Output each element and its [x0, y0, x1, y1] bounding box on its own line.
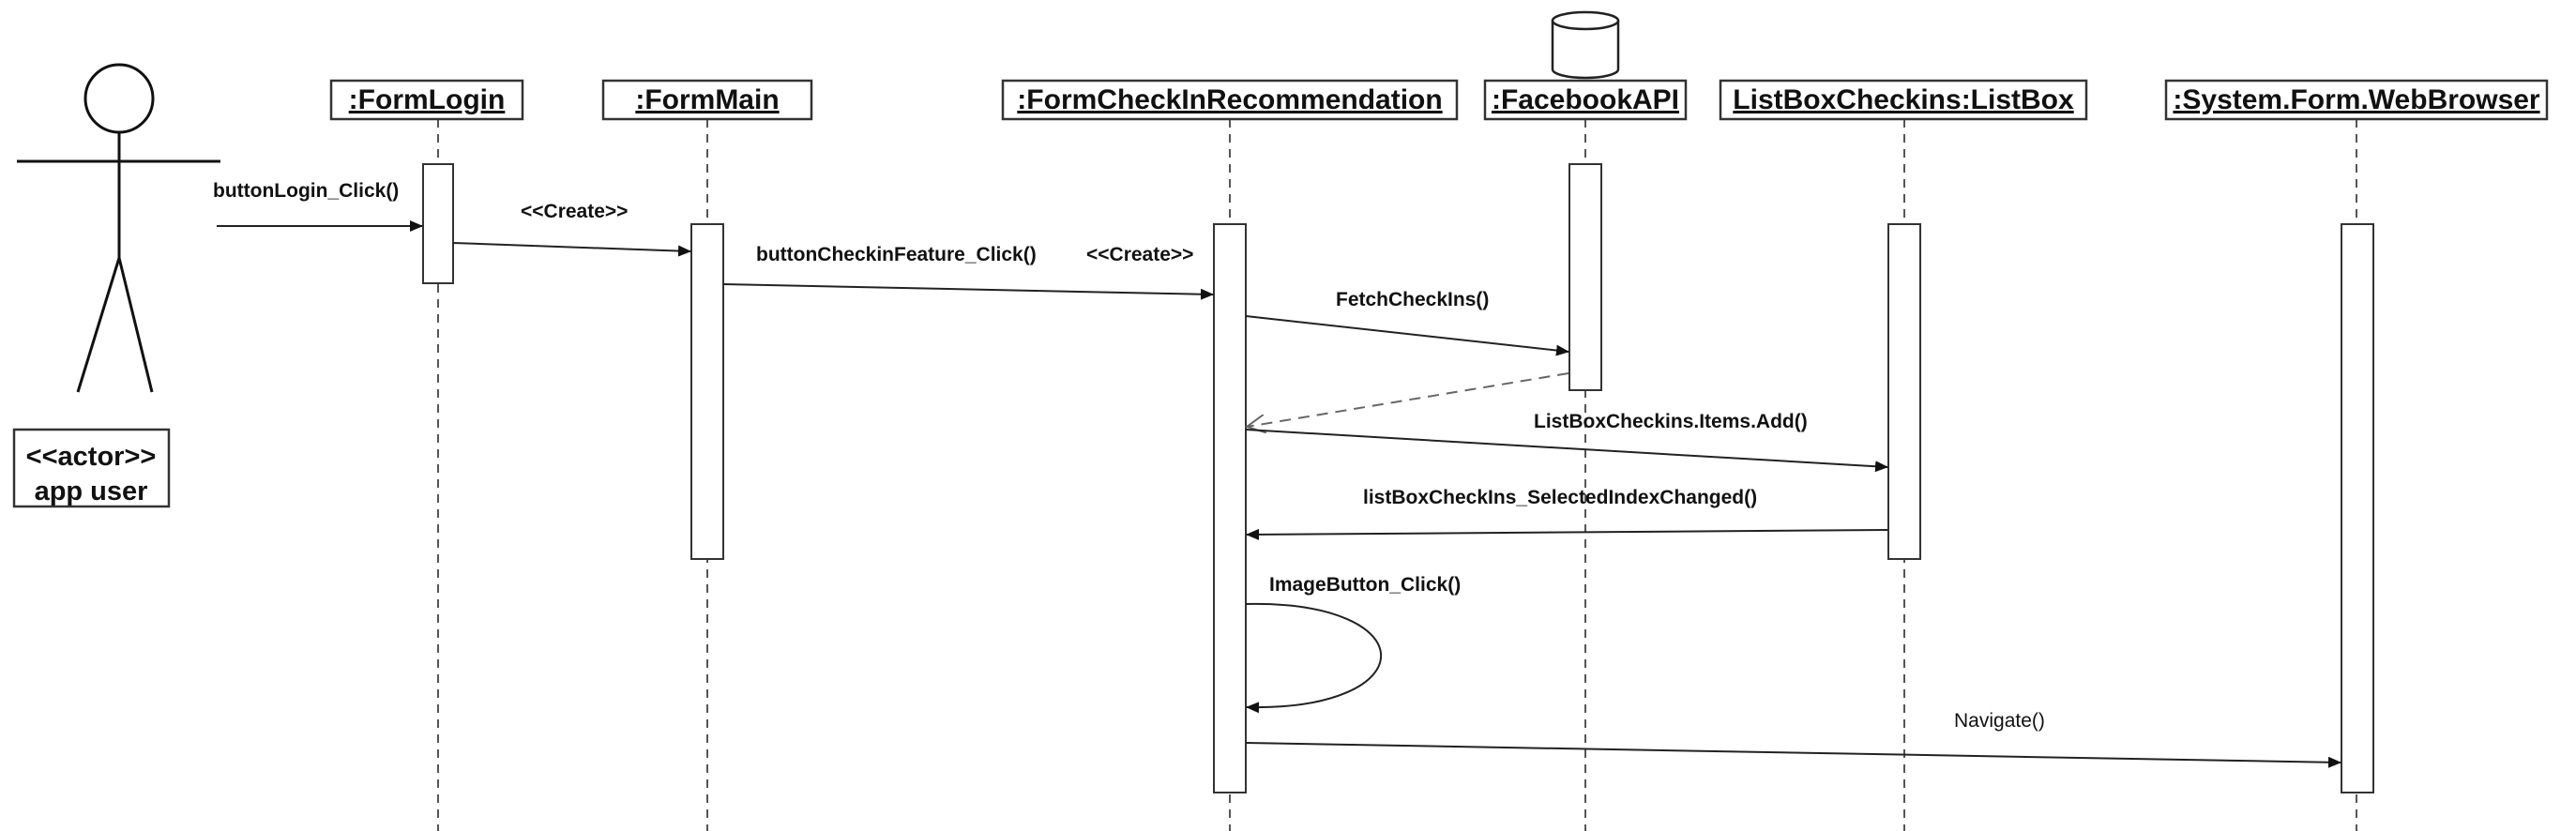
header-formlogin-box [329, 79, 524, 121]
header-webbrowser: :System.Form.WebBrowser [2173, 84, 2540, 115]
activation-facebookapi [1568, 163, 1602, 391]
message-arrow-image-button-click [1245, 602, 1382, 714]
actor-app-user: <<actor>> app user [12, 63, 220, 508]
actor-left-leg [76, 257, 121, 393]
message-arrow-create-formmain [452, 242, 691, 257]
header-webbrowser-box [2164, 79, 2549, 121]
message-arrow-checkin-feature-click [722, 283, 1214, 300]
message-arrow-fetch-checkins [1245, 315, 1569, 356]
activation-formmain [690, 223, 724, 560]
message-arrow-items-add [1245, 429, 1888, 473]
message-label-fetch-checkins: FetchCheckIns() [1336, 289, 1489, 310]
message-arrow-navigate [1245, 742, 2341, 768]
header-listbox-box [1719, 79, 2088, 121]
actor-stereotype: <<actor>> [26, 442, 157, 472]
header-formmain-box [601, 79, 813, 121]
message-label-navigate: Navigate() [1954, 710, 2045, 732]
actor-head [83, 63, 155, 134]
message-arrow-selected-index-changed [1246, 528, 1888, 540]
message-label-image-button-click: ImageButton_Click() [1269, 574, 1461, 596]
database-icon [1551, 10, 1620, 80]
header-facebookapi: :FacebookAPI [1492, 84, 1679, 115]
activation-formcheckin [1213, 223, 1247, 793]
message-label-checkin-feature-click: buttonCheckinFeature_Click() [756, 244, 1037, 265]
message-label-selected-index-changed: listBoxCheckIns_SelectedIndexChanged() [1363, 487, 1757, 508]
activation-formlogin [422, 163, 454, 284]
activation-webbrowser [2341, 223, 2374, 793]
activation-listbox [1887, 223, 1921, 560]
header-formcheckin-box [1001, 79, 1459, 121]
return-arrow-facebookapi [1247, 372, 1569, 427]
message-label-button-login-click: buttonLogin_Click() [213, 180, 399, 202]
header-formmain: :FormMain [635, 84, 779, 115]
message-label-items-add: ListBoxCheckins.Items.Add() [1534, 411, 1808, 432]
header-facebookapi-box [1483, 79, 1688, 121]
message-label-create-formcheckin: <<Create>> [1086, 244, 1193, 265]
actor-name: app user [35, 476, 148, 506]
actor-label-box [12, 428, 171, 508]
header-formcheckin: :FormCheckInRecommendation [1017, 84, 1442, 115]
header-listbox: ListBoxCheckins:ListBox [1733, 84, 2074, 115]
message-label-create-formmain: <<Create>> [521, 201, 628, 222]
actor-right-leg [117, 257, 154, 393]
header-formlogin: :FormLogin [349, 84, 506, 115]
